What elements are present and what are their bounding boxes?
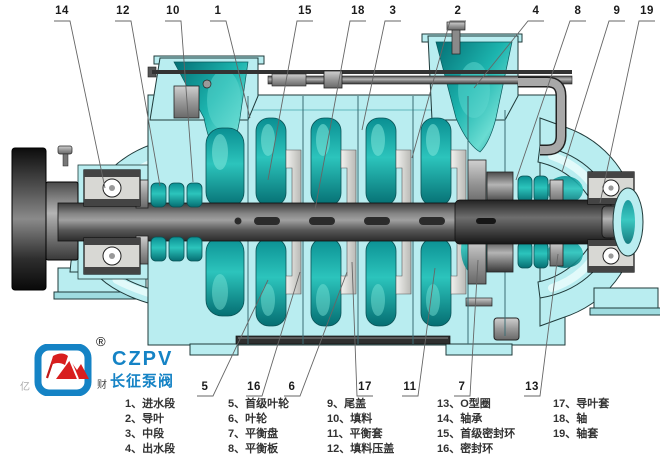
callout-9: 9 [613, 5, 621, 17]
legend-item: 17、导叶套 [553, 398, 610, 410]
first-stage-impeller [205, 127, 245, 317]
legend-item: 2、导叶 [125, 413, 165, 425]
brand-small-mark: 财 [97, 380, 107, 391]
legend-item: 12、填料压盖 [327, 443, 395, 455]
leader-lines [54, 20, 655, 397]
callout-19: 19 [640, 5, 654, 17]
callout-3: 3 [389, 5, 397, 17]
brand-name: CZPV [112, 348, 174, 370]
casing-feet [189, 297, 520, 356]
callout-17: 17 [358, 381, 372, 393]
legend-item: 13、O型圈 [437, 398, 491, 410]
callout-13: 13 [525, 381, 539, 393]
legend-item: 14、轴承 [437, 413, 483, 425]
tie-rod [147, 66, 573, 89]
brand-logo: ® CZPV 长征泵阀 财 亿 [20, 334, 208, 398]
callout-10: 10 [166, 5, 180, 17]
legend-item: 7、平衡盘 [228, 428, 279, 440]
legend-column-1: 1、进水段 2、导叶 3、中段 4、出水段 [125, 397, 175, 457]
brand-small-mark-left: 亿 [20, 382, 30, 393]
legend-item: 10、填料 [327, 413, 373, 425]
legend-item: 6、叶轮 [228, 413, 268, 425]
legend-item: 15、首级密封环 [437, 428, 516, 440]
legend-item: 11、平衡套 [327, 428, 383, 440]
brand-logo-mark-icon [34, 344, 92, 396]
legend-column-3: 9、尾盖 10、填料 11、平衡套 12、填料压盖 [327, 397, 394, 457]
callout-8: 8 [574, 5, 582, 17]
legend-column-2: 5、首级叶轮 6、叶轮 7、平衡盘 8、平衡板 [228, 397, 289, 457]
balance-pipe [518, 76, 567, 156]
legend-item: 1、进水段 [125, 398, 176, 410]
balance-device [467, 159, 514, 285]
end-cap [612, 187, 644, 257]
registered-mark: ® [96, 334, 106, 349]
callout-2: 2 [454, 5, 462, 17]
legend-column-4: 13、O型圈 14、轴承 15、首级密封环 16、密封环 [437, 397, 515, 457]
callout-5: 5 [201, 381, 209, 393]
pump-body [11, 21, 660, 356]
legend-item: 16、密封环 [437, 443, 494, 455]
callout-16: 16 [247, 381, 261, 393]
brand-name-chinese: 长征泵阀 [110, 373, 175, 390]
legend-item: 5、首级叶轮 [228, 398, 290, 410]
legend-item: 19、轴套 [553, 428, 599, 440]
legend-item: 18、轴 [553, 413, 588, 425]
callout-6: 6 [288, 381, 296, 393]
legend-item: 9、尾盖 [327, 398, 367, 410]
callout-15: 15 [298, 5, 312, 17]
left-bearing [83, 169, 141, 275]
legend-item: 3、中段 [125, 428, 165, 440]
callout-7: 7 [458, 381, 466, 393]
right-packing [517, 175, 564, 269]
legend-item: 8、平衡板 [228, 443, 279, 455]
legend-item: 4、出水段 [125, 443, 176, 455]
callout-14: 14 [55, 5, 69, 17]
callout-1: 1 [214, 5, 222, 17]
callout-11: 11 [403, 381, 417, 393]
callout-12: 12 [116, 5, 130, 17]
callout-18: 18 [351, 5, 365, 17]
legend-column-5: 17、导叶套 18、轴 19、轴套 [553, 397, 609, 442]
shaft [57, 199, 633, 245]
callout-4: 4 [532, 5, 540, 17]
